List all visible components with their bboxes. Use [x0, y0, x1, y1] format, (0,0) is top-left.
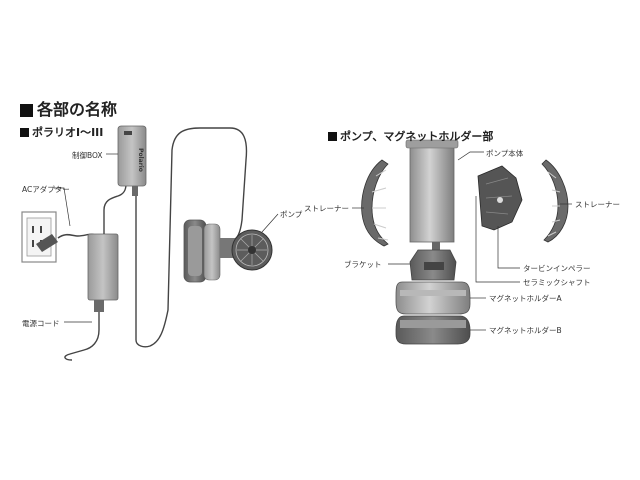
magnet-holder-b [395, 315, 471, 345]
turbine-impeller [477, 165, 523, 231]
label-power-cord: 電源コード [22, 319, 60, 328]
section-right-title-text: ポンプ、マグネットホルダー部 [340, 130, 494, 143]
label-ac-adapter: ACアダプター [22, 185, 70, 194]
right-leader-lines [352, 151, 572, 331]
power-cord [64, 312, 100, 361]
label-control-box: 制御BOX [72, 151, 103, 160]
label-ceramic-shaft: セラミックシャフト [523, 278, 591, 287]
label-pump: ポンプ [280, 210, 303, 219]
pump [220, 229, 273, 271]
strainer-right [541, 159, 569, 243]
left-leader-lines [54, 153, 279, 323]
cord-box-to-pump [135, 127, 248, 348]
ac-adapter [87, 233, 119, 312]
section-square-icon [328, 132, 337, 141]
strainer-left [361, 159, 389, 247]
pump-body [405, 139, 459, 250]
label-strainer-right: ストレーナー [575, 200, 620, 209]
label-strainer-left: ストレーナー [304, 204, 349, 213]
control-box: Polario [117, 125, 147, 196]
section-left-title: ポラリオI〜III [20, 124, 103, 140]
cord-adapter-to-box [103, 183, 127, 234]
label-pump-body: ポンプ本体 [486, 149, 524, 158]
box-brand-text: Polario [137, 148, 144, 172]
label-turbine-impeller: タービンインペラー [523, 264, 591, 273]
label-bracket: ブラケット [344, 260, 382, 269]
section-square-icon [20, 128, 29, 137]
magnet-holder-a [395, 281, 471, 315]
heading-square-icon [20, 104, 33, 117]
heading-text: 各部の名称 [37, 100, 118, 119]
label-magnet-holder-b: マグネットホルダーB [489, 326, 562, 335]
page-heading: 各部の名称 [20, 96, 117, 120]
power-plug [36, 233, 79, 252]
section-right-title: ポンプ、マグネットホルダー部 [328, 128, 493, 144]
section-left-title-text: ポラリオI〜III [32, 126, 104, 139]
pump-magnet-holder [183, 219, 221, 283]
bracket [409, 249, 457, 281]
label-magnet-holder-a: マグネットホルダーA [489, 294, 562, 303]
